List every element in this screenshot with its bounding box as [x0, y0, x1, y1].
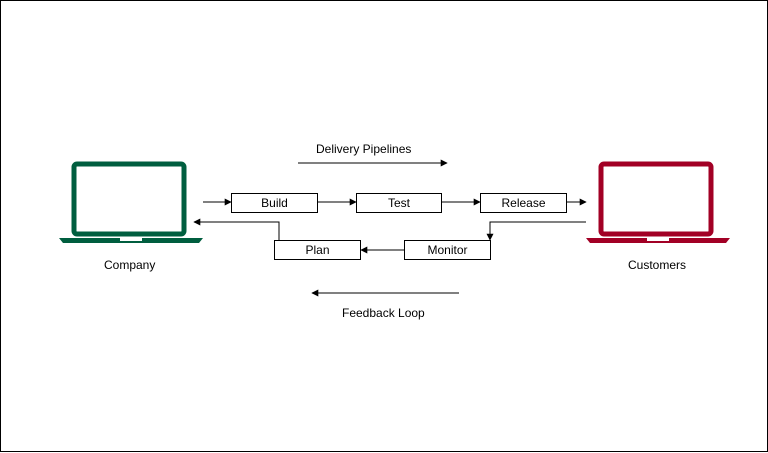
monitor-stage-box: Monitor — [404, 240, 491, 260]
release-stage-box: Release — [480, 193, 567, 213]
plan-to-company-arrow — [193, 218, 280, 240]
test-stage-box: Test — [356, 193, 442, 213]
customers-laptop-icon — [586, 161, 730, 243]
customers-to-monitor-arrow — [486, 221, 586, 241]
company-laptop-icon — [59, 161, 203, 243]
plan-stage-box: Plan — [274, 240, 361, 260]
delivery-pipelines-label: Delivery Pipelines — [316, 142, 412, 156]
customers-label: Customers — [628, 258, 687, 272]
build-stage-box: Build — [231, 193, 318, 213]
company-label: Company — [104, 258, 156, 272]
feedback-loop-label: Feedback Loop — [342, 306, 425, 320]
